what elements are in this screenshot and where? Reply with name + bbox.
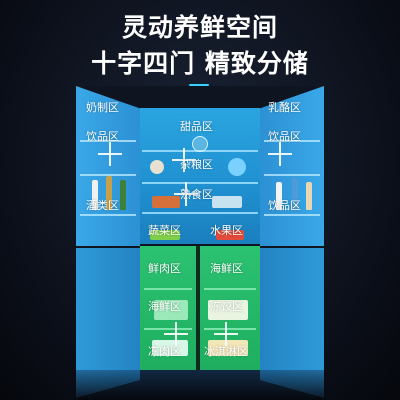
zone-label-dessert: 甜品区	[180, 120, 213, 133]
light-dot	[192, 136, 208, 152]
left-upper-door[interactable]	[76, 86, 140, 246]
fruits	[216, 230, 244, 240]
zone-marker	[174, 182, 198, 206]
door-shelf	[80, 174, 136, 176]
zone-label-fresh-meat: 鲜肉区	[148, 262, 181, 275]
bottle	[120, 180, 126, 210]
right-upper-door[interactable]	[260, 86, 324, 246]
food-box	[212, 196, 242, 208]
zone-label-vegetables: 蔬菜区	[148, 224, 181, 237]
drawer-line	[144, 328, 192, 330]
food-plate	[152, 196, 180, 208]
drawer-line	[144, 288, 192, 290]
zone-label-cheese: 乳酪区	[268, 101, 301, 114]
door-shelf	[264, 140, 320, 142]
shelf-2	[142, 182, 258, 184]
door-shelf	[80, 214, 136, 216]
subheadline: 十字四门 精致分储	[91, 49, 309, 78]
bottle	[276, 182, 282, 210]
floor-glow	[76, 370, 324, 400]
zone-label-drinks-right: 饮品区	[268, 130, 301, 143]
bottle	[106, 176, 112, 210]
fridge-indicator-light	[189, 84, 209, 86]
zone-label-seafood-right: 海鲜区	[210, 262, 243, 275]
zone-marker	[172, 148, 196, 172]
zone-label-cooked: 熟食区	[180, 188, 213, 201]
zone-label-grains: 杂粮区	[180, 158, 213, 171]
zone-marker	[164, 322, 188, 346]
zone-label-drinks-left: 饮品区	[86, 130, 119, 143]
food-jar	[150, 160, 164, 174]
freezer-divider	[196, 246, 200, 370]
zone-label-ice-cream: 冰淇淋区	[204, 345, 248, 358]
vegetables	[150, 230, 180, 240]
zone-marker	[214, 322, 238, 346]
dumpling-pack	[208, 300, 248, 320]
zone-label-wine: 酒类区	[86, 199, 119, 212]
shelf-3	[142, 212, 258, 214]
headline: 灵动养鲜空间	[121, 13, 278, 42]
bottle	[306, 182, 312, 210]
zone-label-fruits: 水果区	[210, 224, 243, 237]
door-shelf	[80, 140, 136, 142]
bottle	[92, 180, 98, 210]
door-shelf	[264, 214, 320, 216]
ice-cream-tub	[208, 340, 248, 356]
zone-label-drinks-right-low: 饮品区	[268, 199, 301, 212]
zone-label-frozen-meat: 冻肉区	[148, 345, 181, 358]
food-bowl	[228, 158, 246, 176]
seafood-pack	[154, 300, 188, 320]
door-shelf	[264, 174, 320, 176]
zone-marker	[98, 142, 122, 166]
drawer-line	[204, 288, 256, 290]
drawer-line	[204, 328, 256, 330]
refrigerator-compartment	[140, 108, 260, 244]
zone-label-seafood-left: 海鲜区	[148, 300, 181, 313]
zone-label-dairy: 奶制区	[86, 101, 119, 114]
zone-label-dumplings: 冻饺区	[210, 300, 243, 313]
frozen-meat-pack	[152, 340, 188, 356]
bottle	[292, 178, 298, 210]
zone-marker	[268, 142, 292, 166]
